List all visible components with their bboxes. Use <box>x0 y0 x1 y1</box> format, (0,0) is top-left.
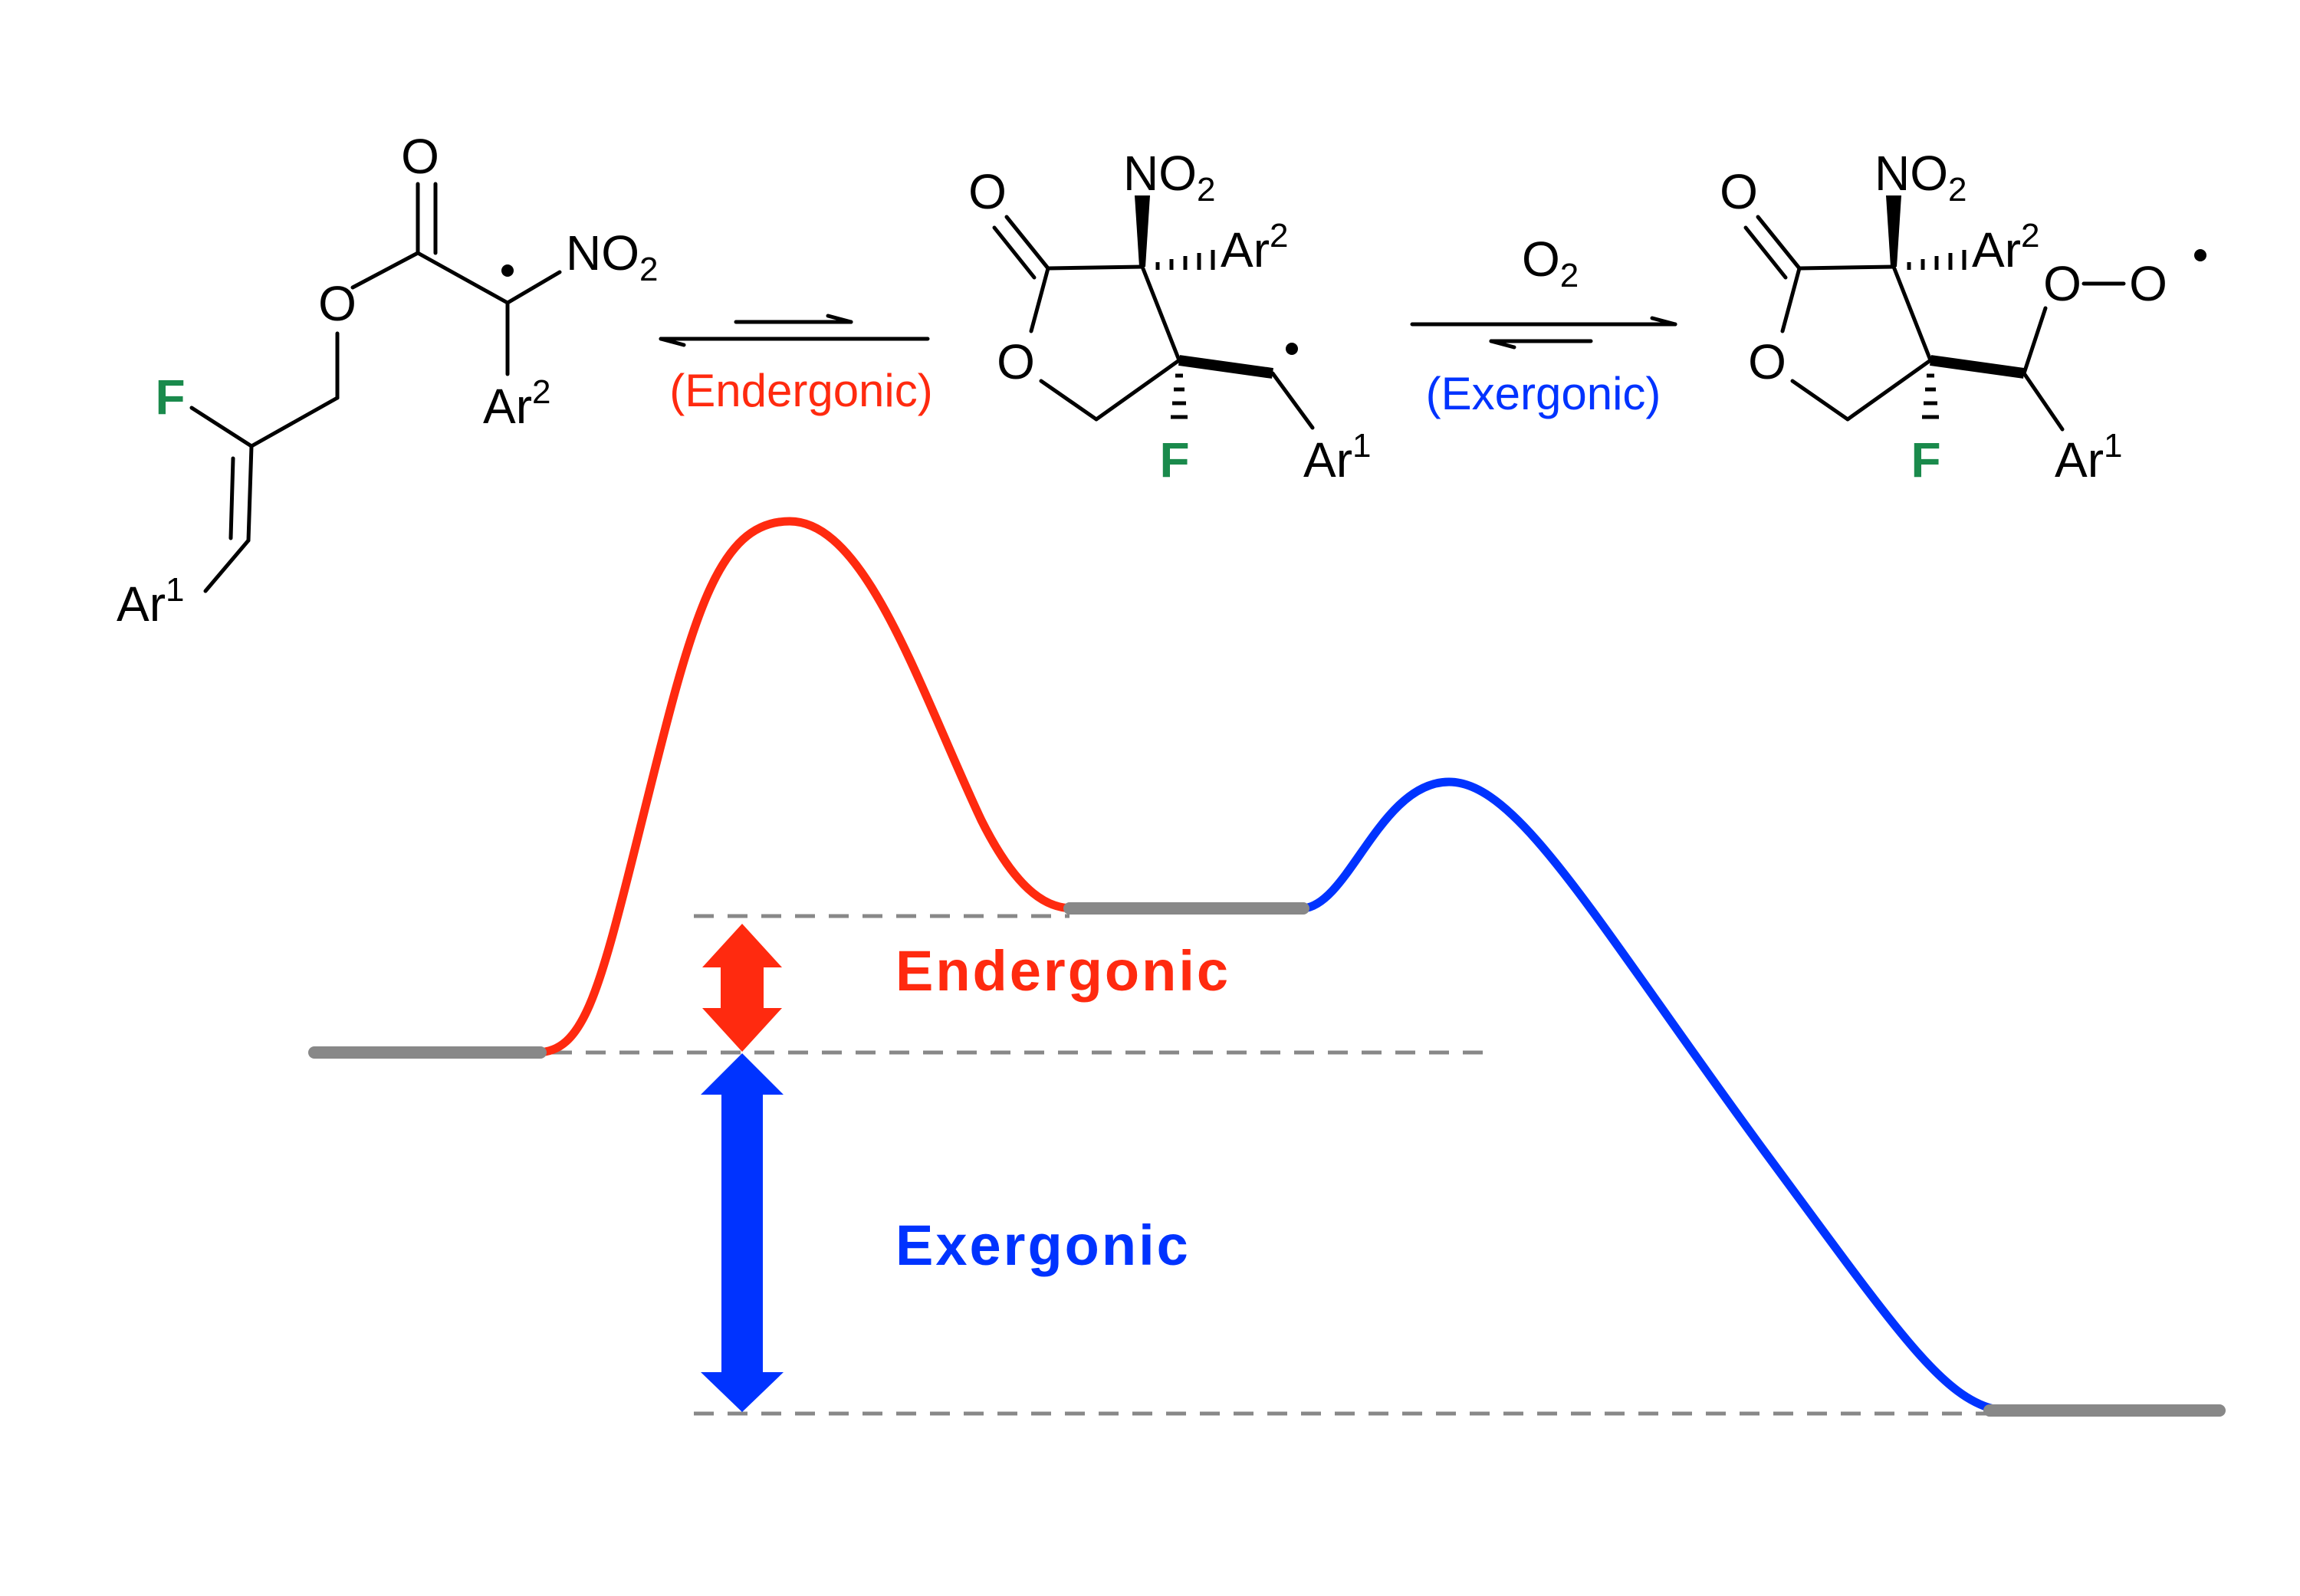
bond <box>1780 266 1802 333</box>
reverse-arrowhead <box>659 337 686 347</box>
bond <box>1140 264 1181 363</box>
bond <box>1094 358 1181 422</box>
product-structure: O O F NO2 Ar2 O O Ar1 <box>1720 146 2206 488</box>
equilibrium-arrow-1: (Endergonic) <box>659 314 933 416</box>
bond <box>505 270 562 305</box>
reverse-arrowhead <box>1489 339 1516 350</box>
forward-arrowhead <box>1650 316 1677 327</box>
wedge-bond <box>1886 195 1901 267</box>
bond <box>1029 266 1050 333</box>
bond <box>1743 225 1788 280</box>
energy-profile: Endergonic Exergonic <box>308 517 2226 1417</box>
bond <box>350 251 420 290</box>
atom-O: O <box>1720 164 1758 219</box>
bond <box>1004 215 1050 271</box>
bond <box>1845 358 1933 422</box>
bond <box>228 456 235 540</box>
arrow-label-exergonic: (Exergonic) <box>1426 368 1661 419</box>
bond <box>1039 379 1099 422</box>
intermediate-structure: O O F NO2 Ar2 Ar1 <box>968 146 1371 488</box>
radical-dot <box>501 264 514 277</box>
hashed-bond <box>1155 250 1215 270</box>
atom-O: O <box>401 129 439 184</box>
exergonic-double-arrow <box>701 1053 784 1412</box>
bond <box>246 444 254 543</box>
atom-O: O <box>2043 256 2082 311</box>
exergonic-label: Exergonic <box>895 1213 1191 1277</box>
bond <box>249 396 340 448</box>
hashed-bond <box>1922 373 1939 419</box>
bond <box>1756 215 1802 271</box>
atom-O: O <box>2129 256 2167 311</box>
radical-dot <box>1286 343 1298 355</box>
forward-arrowhead <box>826 314 853 324</box>
endergonic-label: Endergonic <box>895 939 1230 1003</box>
atom-F: F <box>155 369 185 425</box>
atom-F: F <box>1911 432 1940 488</box>
atom-O: O <box>1748 334 1786 389</box>
bond <box>189 406 254 448</box>
hashed-bond <box>1171 373 1188 419</box>
equilibrium-arrow-2: O2 (Exergonic) <box>1410 232 1677 419</box>
label-no2: NO2 <box>566 225 658 288</box>
bond <box>1046 264 1145 271</box>
label-ar2: Ar2 <box>1221 217 1288 277</box>
bold-bond <box>1930 355 2025 379</box>
wedge-bond <box>1135 195 1150 267</box>
label-no2: NO2 <box>1875 146 1967 209</box>
reactant-structure: O O F Ar1 Ar2 NO2 <box>117 129 658 632</box>
bond <box>992 225 1037 280</box>
hashed-bond <box>1907 250 1967 270</box>
endergonic-curve <box>532 517 1078 1057</box>
endergonic-double-arrow <box>702 924 782 1052</box>
atom-O: O <box>997 334 1035 389</box>
bold-bond <box>1178 355 1273 379</box>
label-ar1: Ar1 <box>117 571 184 632</box>
atom-O: O <box>318 276 356 331</box>
bond <box>1270 371 1315 430</box>
bond <box>1790 379 1850 422</box>
bond <box>2022 371 2065 432</box>
atom-O: O <box>968 164 1007 219</box>
bond <box>1891 264 1933 363</box>
bond <box>416 251 510 305</box>
label-ar1: Ar1 <box>2055 427 2122 488</box>
exergonic-curve <box>1299 777 1998 1414</box>
radical-dot <box>2194 249 2206 261</box>
arrow-label-endergonic: (Endergonic) <box>669 365 933 416</box>
bond <box>203 538 251 593</box>
label-ar1: Ar1 <box>1303 427 1371 488</box>
label-no2: NO2 <box>1123 146 1215 209</box>
bond <box>1798 264 1896 271</box>
bond <box>2022 306 2048 376</box>
reagent-o2: O2 <box>1522 232 1579 294</box>
label-ar2: Ar2 <box>483 373 550 434</box>
atom-F: F <box>1159 432 1189 488</box>
label-ar2: Ar2 <box>1972 217 2039 277</box>
